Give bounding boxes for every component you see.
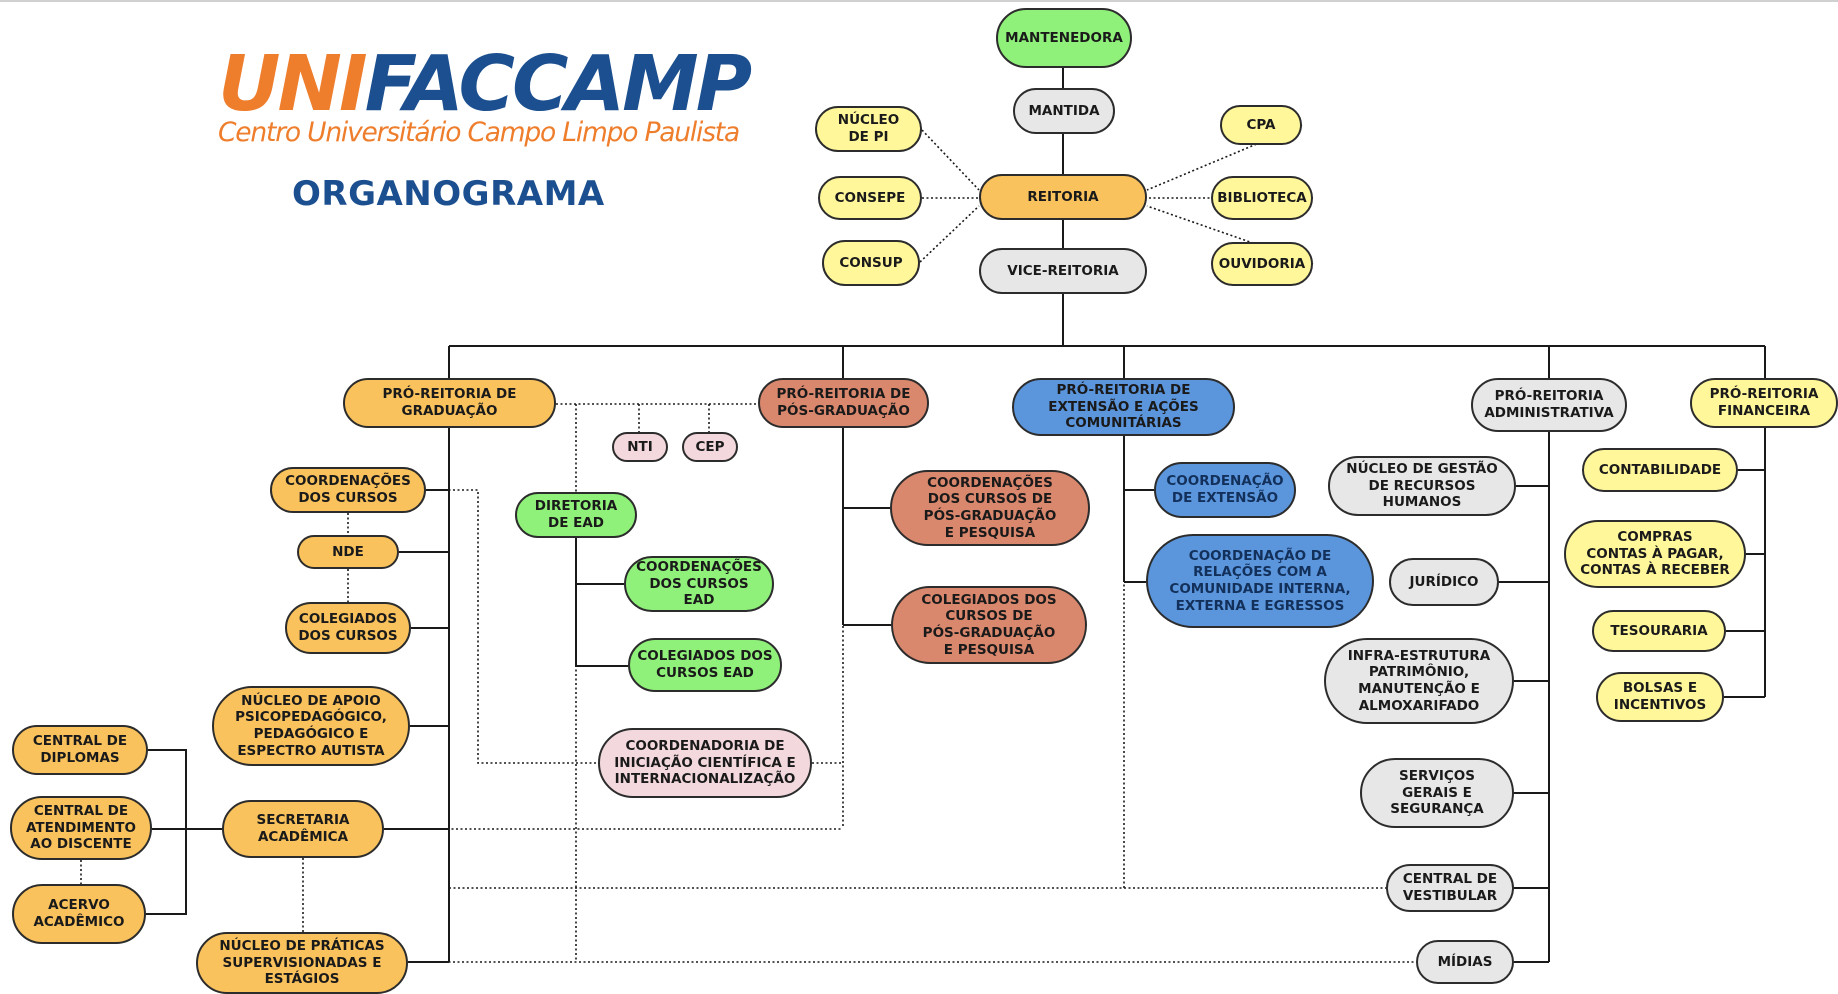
node-nucleo-praticas: NÚCLEO DE PRÁTICAS SUPERVISIONADAS E EST… bbox=[196, 932, 408, 994]
node-juridico: JURÍDICO bbox=[1389, 558, 1499, 606]
logo-wordmark: UNIFACCAMP bbox=[218, 40, 752, 129]
node-colegiados-cursos: COLEGIADOS DOS CURSOS bbox=[285, 602, 411, 654]
node-central-diplomas: CENTRAL DE DIPLOMAS bbox=[12, 725, 148, 775]
node-reitoria: REITORIA bbox=[979, 174, 1147, 220]
node-biblioteca: BIBLIOTECA bbox=[1211, 176, 1313, 220]
node-coordenacoes-ead: COORDENAÇÕES DOS CURSOS EAD bbox=[624, 556, 774, 612]
node-pro-reitoria-graduacao: PRÓ-REITORIA DE GRADUAÇÃO bbox=[343, 378, 556, 428]
node-pro-reitoria-administrativa: PRÓ-REITORIA ADMINISTRATIVA bbox=[1471, 378, 1627, 432]
node-nucleo-rh: NÚCLEO DE GESTÃO DE RECURSOS HUMANOS bbox=[1328, 456, 1516, 516]
node-ouvidoria: OUVIDORIA bbox=[1211, 242, 1313, 286]
dotted-connector-4 bbox=[921, 129, 980, 191]
page-title: ORGANOGRAMA bbox=[292, 174, 605, 214]
node-infra-estrutura: INFRA-ESTRUTURA PATRIMÔNIO, MANUTENÇÃO E… bbox=[1324, 638, 1514, 724]
node-mantida: MANTIDA bbox=[1013, 88, 1115, 134]
node-cpa: CPA bbox=[1220, 105, 1302, 145]
node-contabilidade: CONTABILIDADE bbox=[1582, 448, 1738, 492]
node-bolsas: BOLSAS E INCENTIVOS bbox=[1596, 672, 1724, 722]
node-compras: COMPRAS CONTAS À PAGAR, CONTAS À RECEBER bbox=[1564, 520, 1746, 588]
node-pro-reitoria-financeira: PRÓ-REITORIA FINANCEIRA bbox=[1690, 378, 1838, 428]
node-central-atendimento: CENTRAL DE ATENDIMENTO AO DISCENTE bbox=[10, 796, 152, 860]
logo-subtitle: Centro Universitário Campo Limpo Paulist… bbox=[218, 117, 740, 148]
node-servicos-gerais: SERVIÇOS GERAIS E SEGURANÇA bbox=[1360, 758, 1514, 828]
node-vice-reitoria: VICE-REITORIA bbox=[979, 248, 1147, 294]
node-coordenacao-extensao: COORDENAÇÃO DE EXTENSÃO bbox=[1154, 462, 1296, 518]
dotted-connector-6 bbox=[919, 205, 980, 263]
node-mantenedora: MANTENEDORA bbox=[996, 8, 1132, 68]
node-coordenacao-relacoes: COORDENAÇÃO DE RELAÇÕES COM A COMUNIDADE… bbox=[1146, 534, 1374, 628]
node-pro-reitoria-pos-graduacao: PRÓ-REITORIA DE PÓS-GRADUAÇÃO bbox=[758, 378, 929, 428]
node-central-vestibular: CENTRAL DE VESTIBULAR bbox=[1386, 864, 1514, 912]
node-nucleo-apoio: NÚCLEO DE APOIO PSICOPEDAGÓGICO, PEDAGÓG… bbox=[212, 686, 410, 766]
node-midias: MÍDIAS bbox=[1416, 940, 1514, 984]
solid-connector-26 bbox=[146, 749, 187, 915]
node-acervo-academico: ACERVO ACADÊMICO bbox=[12, 884, 146, 944]
node-nde: NDE bbox=[297, 535, 399, 569]
solid-connector-44 bbox=[575, 538, 628, 667]
node-nti: NTI bbox=[612, 432, 668, 462]
top-border bbox=[0, 0, 1838, 2]
node-coordenacoes-pos: COORDENAÇÕES DOS CURSOS DE PÓS-GRADUAÇÃO… bbox=[890, 470, 1090, 546]
node-nucleo-pi: NÚCLEO DE PI bbox=[815, 106, 922, 152]
node-tesouraria: TESOURARIA bbox=[1592, 610, 1726, 652]
node-coordenadoria-ic: COORDENADORIA DE INICIAÇÃO CIENTÍFICA E … bbox=[598, 728, 812, 798]
node-colegiados-pos: COLEGIADOS DOS CURSOS DE PÓS-GRADUAÇÃO E… bbox=[891, 586, 1087, 664]
node-consepe: CONSEPE bbox=[818, 176, 922, 220]
node-pro-reitoria-extensao: PRÓ-REITORIA DE EXTENSÃO E AÇÕES COMUNIT… bbox=[1012, 378, 1235, 436]
node-consup: CONSUP bbox=[822, 240, 920, 286]
node-colegiados-ead: COLEGIADOS DOS CURSOS EAD bbox=[628, 638, 782, 692]
node-coordenacoes-cursos: COORDENAÇÕES DOS CURSOS bbox=[270, 467, 426, 513]
node-cep: CEP bbox=[682, 432, 738, 462]
node-diretoria-ead: DIRETORIA DE EAD bbox=[515, 492, 637, 538]
node-secretaria-academica: SECRETARIA ACADÊMICA bbox=[222, 800, 384, 858]
